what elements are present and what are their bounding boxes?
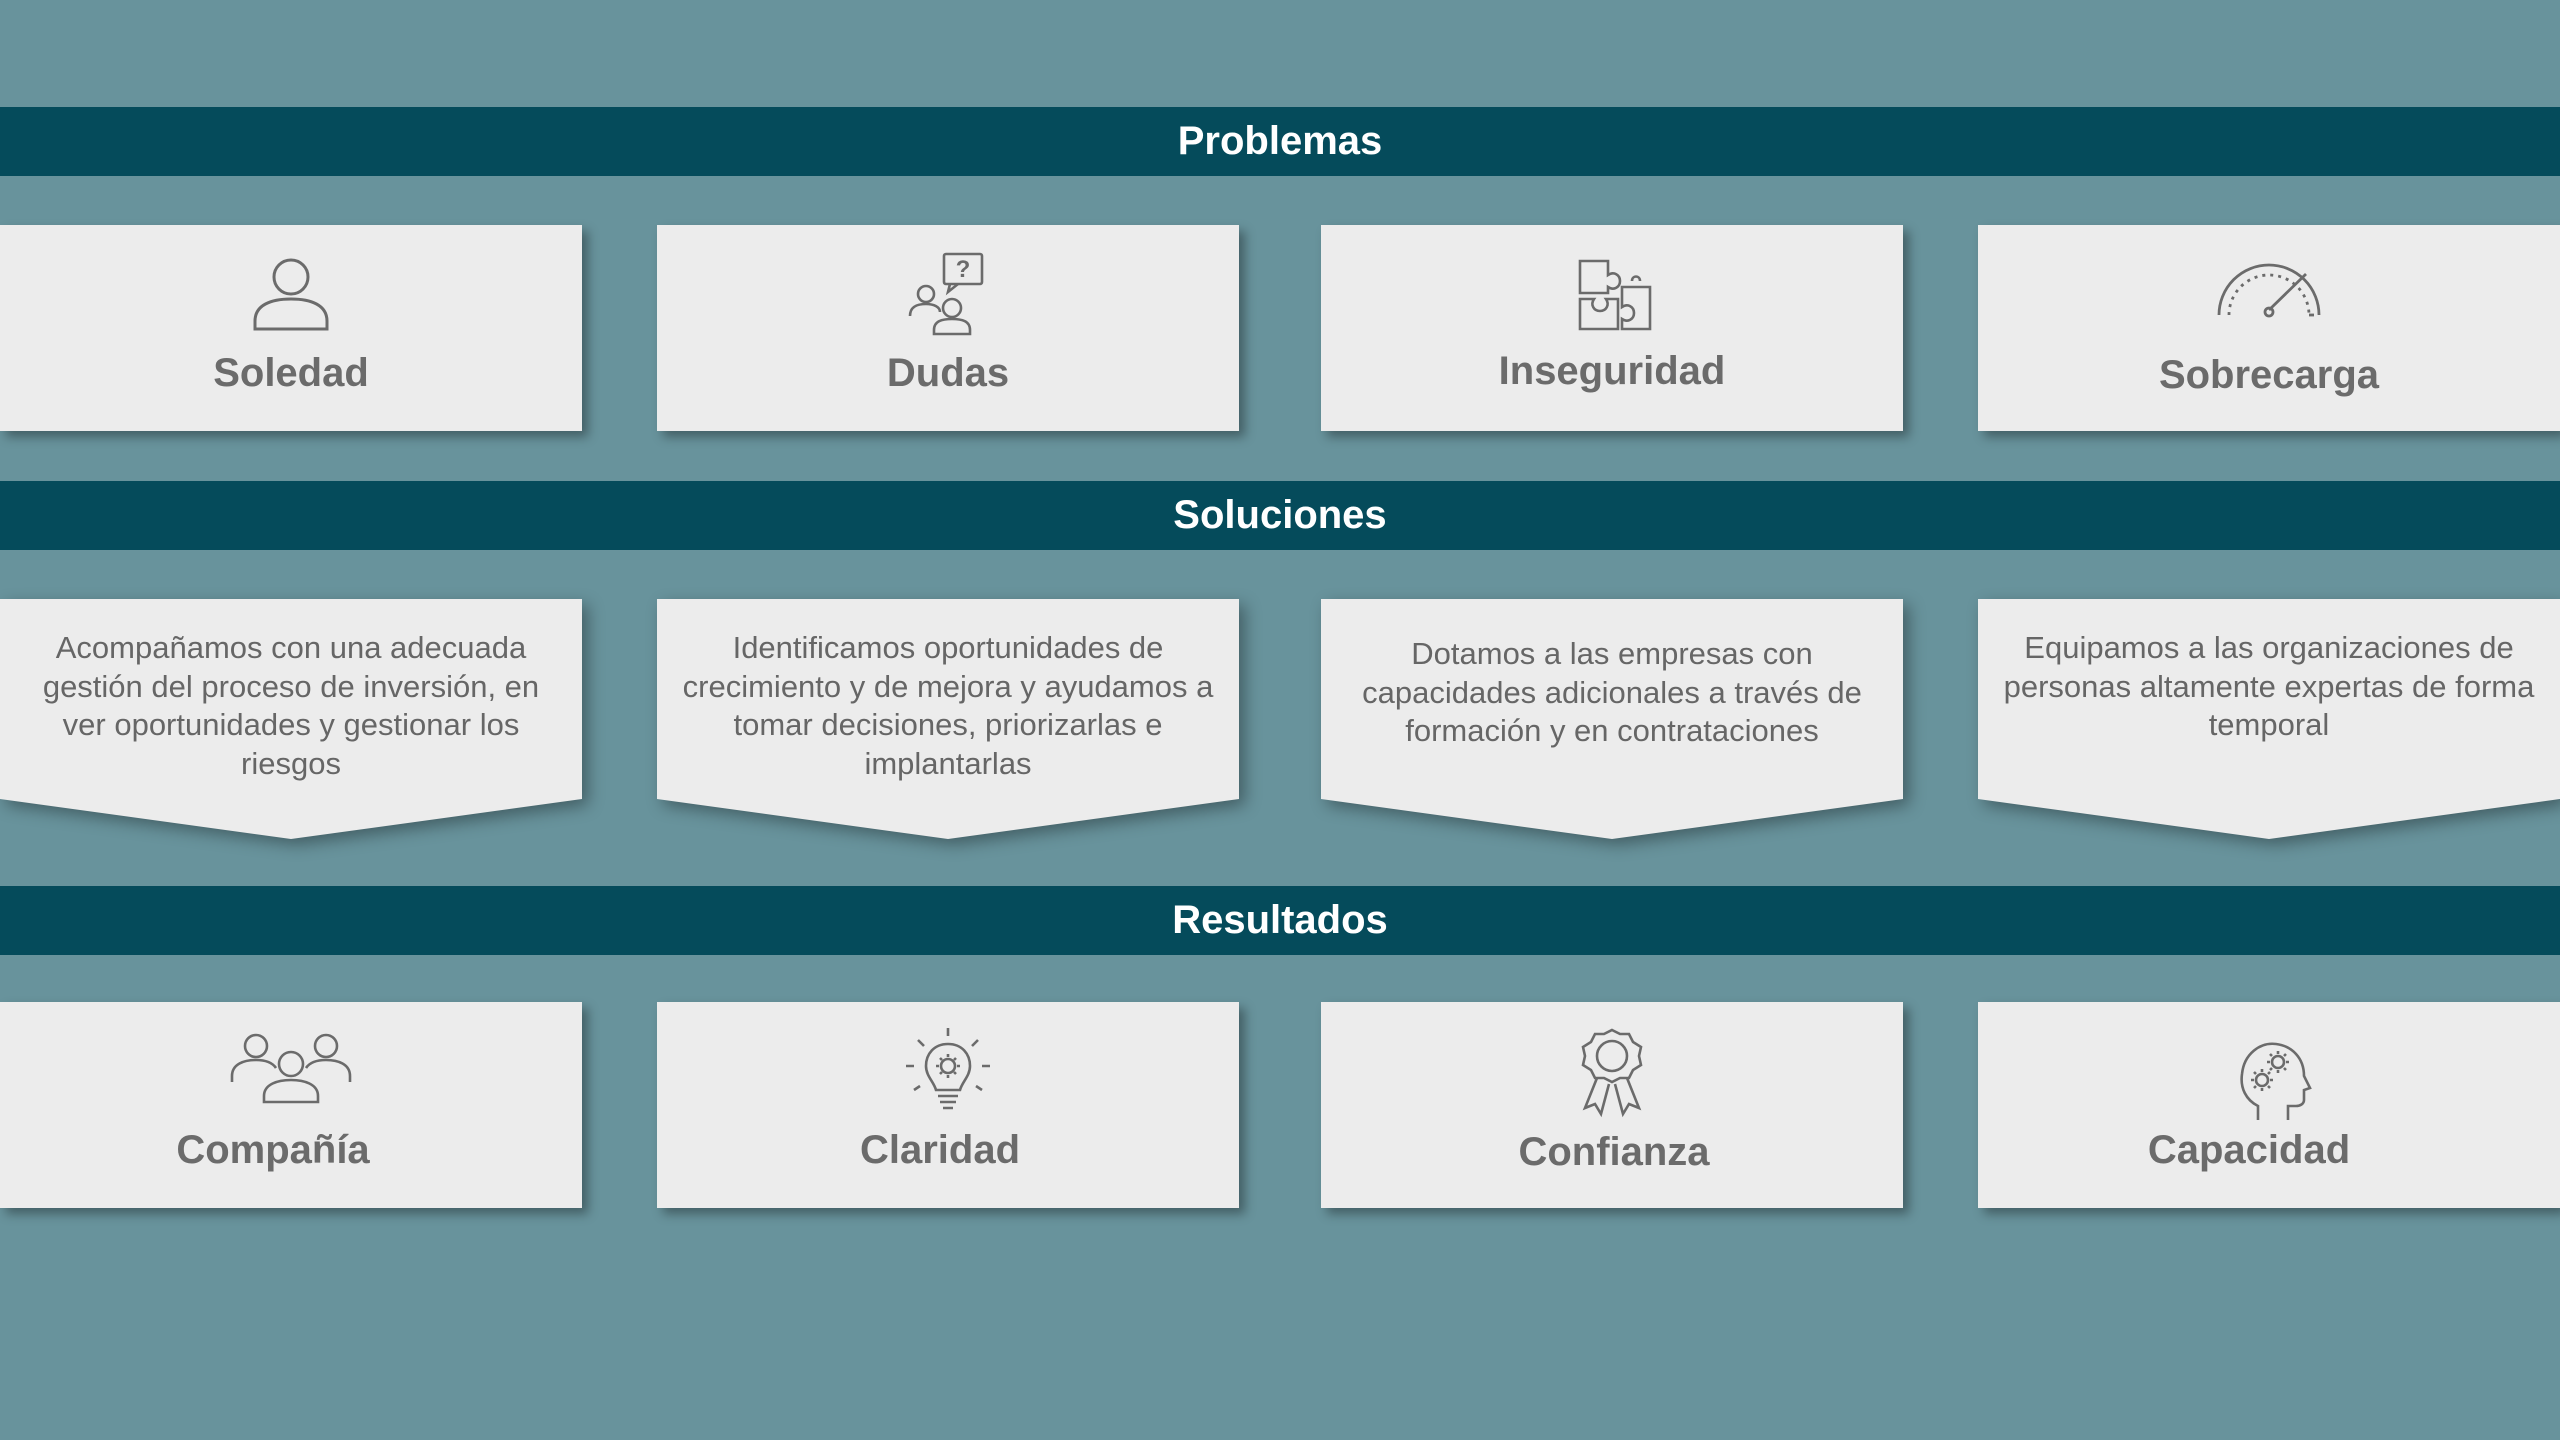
problem-card-soledad: Soledad bbox=[0, 225, 582, 431]
solution-text: Equipamos a las organizaciones de person… bbox=[2003, 630, 2535, 742]
result-label: Claridad bbox=[859, 1128, 1021, 1172]
section-header-problems: Problemas bbox=[0, 107, 2560, 176]
result-label: Compañía bbox=[176, 1128, 370, 1172]
solution-card-3: Dotamos a las empresas con capacidades a… bbox=[1321, 599, 1903, 839]
section-header-solutions: Soluciones bbox=[0, 481, 2560, 550]
solution-card-4: Equipamos a las organizaciones de person… bbox=[1978, 599, 2560, 839]
problem-label: Dudas bbox=[886, 351, 1010, 395]
problem-label: Inseguridad bbox=[1498, 349, 1726, 393]
result-card-confianza: Confianza bbox=[1321, 1002, 1903, 1208]
lightbulb-gear-icon bbox=[657, 1026, 1239, 1116]
section-title-solutions: Soluciones bbox=[1173, 493, 1387, 537]
solution-card-2: Identificamos oportunidades de crecimien… bbox=[657, 599, 1239, 839]
problem-label: Sobrecarga bbox=[2158, 353, 2380, 397]
solution-text: Acompañamos con una adecuada gestión del… bbox=[42, 630, 540, 781]
head-gears-icon bbox=[1978, 1036, 2560, 1126]
award-ribbon-icon bbox=[1321, 1026, 1903, 1118]
result-label: Confianza bbox=[1518, 1130, 1710, 1174]
result-label: Capacidad bbox=[2147, 1128, 2351, 1172]
result-card-claridad: Claridad bbox=[657, 1002, 1239, 1208]
people-question-icon: ? bbox=[657, 250, 1239, 340]
person-icon bbox=[0, 255, 582, 335]
problem-card-dudas: ? Dudas bbox=[657, 225, 1239, 431]
solution-text: Identificamos oportunidades de crecimien… bbox=[682, 630, 1214, 781]
section-header-results: Resultados bbox=[0, 886, 2560, 955]
speedometer-icon bbox=[1978, 260, 2560, 320]
result-card-compania: Compañía bbox=[0, 1002, 582, 1208]
result-card-capacidad: Capacidad bbox=[1978, 1002, 2560, 1208]
group-icon bbox=[0, 1032, 582, 1104]
section-title-problems: Problemas bbox=[1177, 119, 1383, 163]
problem-card-inseguridad: Inseguridad bbox=[1321, 225, 1903, 431]
puzzle-icon bbox=[1321, 255, 1903, 335]
solution-card-1: Acompañamos con una adecuada gestión del… bbox=[0, 599, 582, 839]
problem-card-sobrecarga: Sobrecarga bbox=[1978, 225, 2560, 431]
section-title-results: Resultados bbox=[1172, 898, 1388, 942]
solution-text: Dotamos a las empresas con capacidades a… bbox=[1362, 636, 1862, 748]
problem-label: Soledad bbox=[213, 351, 369, 395]
svg-text:?: ? bbox=[956, 256, 971, 283]
